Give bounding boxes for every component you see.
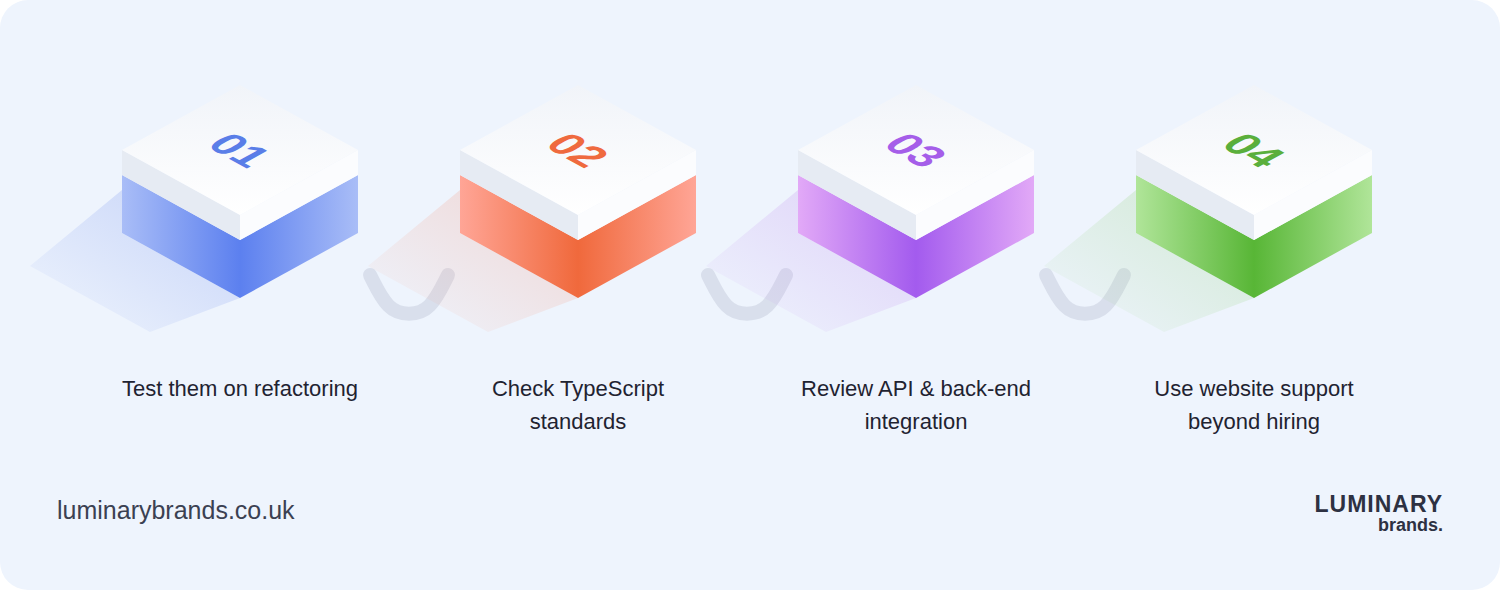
step-caption: Use website support beyond hiring	[1134, 372, 1374, 438]
cube-shape	[1124, 70, 1384, 310]
cube-shape	[448, 70, 708, 310]
website-url: luminarybrands.co.uk	[57, 496, 295, 525]
step-caption: Check TypeScript standards	[458, 372, 698, 438]
brand-logo-text: brands.	[1378, 515, 1443, 536]
step-caption: Review API & back-end integration	[796, 372, 1036, 438]
cube-shape	[110, 70, 370, 310]
step-cube: 03Review API & back-end integration	[786, 70, 1046, 438]
brand-logo-text: LUMINARY	[1314, 491, 1443, 518]
step-caption: Test them on refactoring	[120, 372, 360, 405]
step-cube: 04Use website support beyond hiring	[1124, 70, 1384, 438]
step-cube: 02Check TypeScript standards	[448, 70, 708, 438]
cube-shape	[786, 70, 1046, 310]
step-cube: 01Test them on refactoring	[110, 70, 370, 405]
